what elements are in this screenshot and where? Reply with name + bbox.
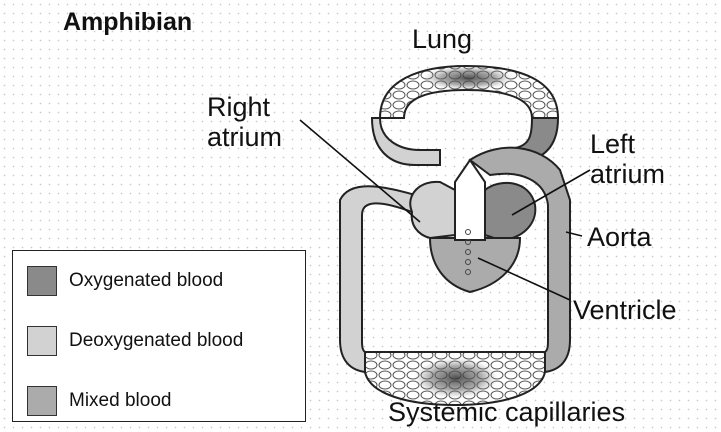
legend-item-oxygenated: Oxygenated blood (27, 266, 223, 296)
systemic-capillary-bed (365, 352, 545, 405)
ventricle-chamber (430, 238, 520, 292)
pulmonary-artery (372, 118, 440, 165)
vena-cava-return (340, 186, 415, 372)
legend-item-mixed: Mixed blood (27, 386, 171, 416)
legend-swatch-mixed (27, 386, 57, 416)
left-atrium-chamber (485, 183, 535, 240)
right-atrium-chamber (410, 182, 455, 238)
lung-capillary-bed (380, 66, 558, 118)
legend-label-deoxygenated: Deoxygenated blood (69, 330, 243, 352)
legend-swatch-oxygenated (27, 266, 57, 296)
legend-swatch-deoxygenated (27, 326, 57, 356)
legend-label-mixed: Mixed blood (69, 390, 171, 412)
atrial-septum (455, 160, 485, 240)
legend-item-deoxygenated: Deoxygenated blood (27, 326, 243, 356)
legend-label-oxygenated: Oxygenated blood (69, 270, 223, 292)
legend: Oxygenated blood Deoxygenated blood Mixe… (12, 250, 306, 422)
